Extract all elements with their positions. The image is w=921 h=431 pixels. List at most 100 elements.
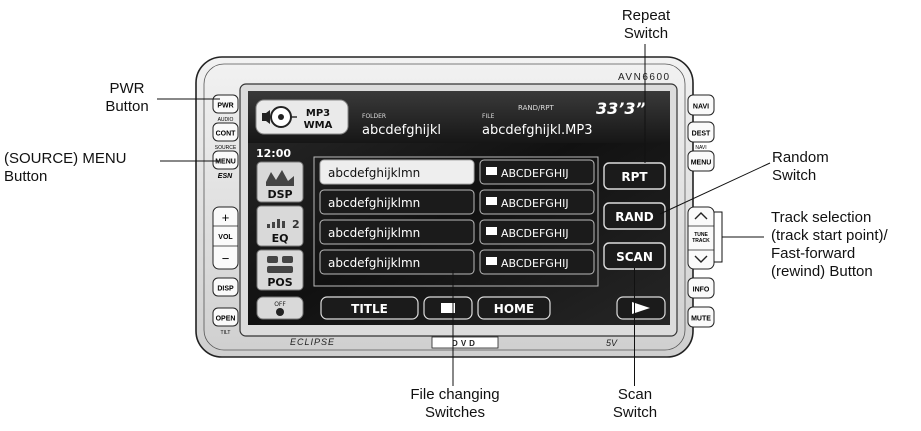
folder-icon <box>486 257 497 265</box>
folder-label: FOLDER <box>362 113 386 120</box>
open-button-label: OPEN <box>216 316 236 323</box>
home-label: HOME <box>494 302 534 316</box>
menu-button-left-label: MENU <box>215 159 236 166</box>
off-label: OFF <box>274 301 286 308</box>
navi-button[interactable] <box>687 94 715 116</box>
mute-button[interactable] <box>687 306 715 328</box>
eq-number: 2 <box>292 218 300 231</box>
vol-plus-label: + <box>222 210 230 225</box>
info-button[interactable] <box>687 277 715 299</box>
mute-button-label: MUTE <box>691 316 711 323</box>
rand-button[interactable] <box>603 202 666 230</box>
play-icon <box>632 302 650 314</box>
callout-scan-switch: Scan Switch <box>612 386 658 421</box>
folder-row[interactable] <box>479 189 595 215</box>
list-frame <box>313 156 599 287</box>
folder-name: abcdefghijkl <box>362 123 441 138</box>
callout-source-menu-button: (SOURCE) MENU Button <box>4 150 127 185</box>
folder-row[interactable] <box>479 249 595 275</box>
track-up-icon <box>694 212 708 220</box>
elapsed-time: 33’3” <box>596 99 646 118</box>
open-button[interactable] <box>212 307 239 327</box>
dsp-label: DSP <box>267 188 292 201</box>
file-row-label: abcdefghijklmn <box>328 166 420 180</box>
callout-pwr-button: PWR Button <box>105 80 149 115</box>
leader-random <box>659 162 771 215</box>
file-row-label: abcdefghijklmn <box>328 226 420 240</box>
source-label: SOURCE <box>215 145 237 151</box>
folder-list: ABCDEFGHIJ ABCDEFGHIJ ABCDEFGHIJ ABCDEFG… <box>479 159 595 275</box>
eq-label: EQ <box>272 232 289 245</box>
folder-up-icon <box>441 303 455 313</box>
folder-icon <box>486 167 497 175</box>
navi-button-label: NAVI <box>693 104 709 111</box>
eq-icon <box>267 219 285 228</box>
disp-button-label: DISP <box>217 286 234 293</box>
tune-label: TUNE <box>694 232 708 238</box>
left-button-column: PWR AUDIO CONT SOURCE MENU ESN + VOL − D… <box>212 94 239 336</box>
format-bottom: WMA <box>304 120 333 131</box>
rpt-button[interactable] <box>603 162 666 190</box>
disp-button[interactable] <box>212 277 239 297</box>
dsp-icon <box>266 170 294 186</box>
folder-row[interactable] <box>479 159 595 185</box>
dest-button-label: DEST <box>692 131 711 138</box>
clock: 12:00 <box>256 147 291 160</box>
file-row[interactable] <box>319 159 475 185</box>
cont-button[interactable] <box>212 122 239 142</box>
esn-label: ESN <box>218 173 233 180</box>
callout-file-changing-switches: File changing Switches <box>410 386 500 421</box>
off-icon <box>276 308 284 316</box>
folder-row-label: ABCDEFGHIJ <box>501 167 569 180</box>
dvd-logo: DVD <box>452 339 478 348</box>
vol-minus-label: − <box>222 251 230 266</box>
tilt-label: TILT <box>221 330 231 336</box>
menu-button-left[interactable] <box>212 150 239 170</box>
folder-icon <box>486 227 497 235</box>
sound-icon <box>262 110 270 124</box>
format-top: MP3 <box>306 108 330 119</box>
callout-random-switch: Random Switch <box>772 149 829 184</box>
title-label: TITLE <box>351 302 388 316</box>
track-label: TRACK <box>692 238 710 244</box>
cont-button-label: CONT <box>216 131 237 138</box>
file-row-label: abcdefghijklmn <box>328 196 420 210</box>
folder-icon <box>486 197 497 205</box>
track-rocker[interactable] <box>687 206 715 270</box>
menu-button-right-label: MENU <box>691 160 712 167</box>
pwr-button-label: PWR <box>217 103 233 110</box>
title-button[interactable] <box>320 296 419 320</box>
leader-lines <box>157 44 771 386</box>
file-row[interactable] <box>319 249 475 275</box>
audio-label: AUDIO <box>218 117 234 123</box>
file-row[interactable] <box>319 189 475 215</box>
pos-label: POS <box>267 276 292 289</box>
mode-label: RAND/RPT <box>518 104 554 112</box>
file-row-label: abcdefghijklmn <box>328 256 420 270</box>
file-name: abcdefghijkl.MP3 <box>482 123 593 138</box>
model-label: AVN6600 <box>618 72 671 83</box>
scan-label: SCAN <box>616 250 653 264</box>
eclipse-logo: ECLIPSE <box>290 337 335 347</box>
home-button[interactable] <box>477 296 551 320</box>
folder-row-label: ABCDEFGHIJ <box>501 197 569 210</box>
display-screen: MP3 WMA FOLDER abcdefghijkl FILE RAND/RP… <box>248 91 670 325</box>
vol-rocker[interactable] <box>212 206 239 270</box>
menu-button-right[interactable] <box>687 150 715 172</box>
callout-repeat-switch: Repeat Switch <box>621 7 671 42</box>
dest-button[interactable] <box>687 121 715 143</box>
callout-track-button: Track selection (track start point)/ Fas… <box>771 209 888 280</box>
file-label: FILE <box>482 113 495 120</box>
rpt-label: RPT <box>621 170 648 184</box>
folder-row[interactable] <box>479 219 595 245</box>
file-list: abcdefghijklmn abcdefghijklmn abcdefghij… <box>319 159 475 275</box>
vol-label: VOL <box>218 234 233 241</box>
file-row[interactable] <box>319 219 475 245</box>
dvd-logo-frame <box>431 336 499 349</box>
navi-small-label: NAVI <box>695 145 706 151</box>
leader-track <box>714 211 723 263</box>
